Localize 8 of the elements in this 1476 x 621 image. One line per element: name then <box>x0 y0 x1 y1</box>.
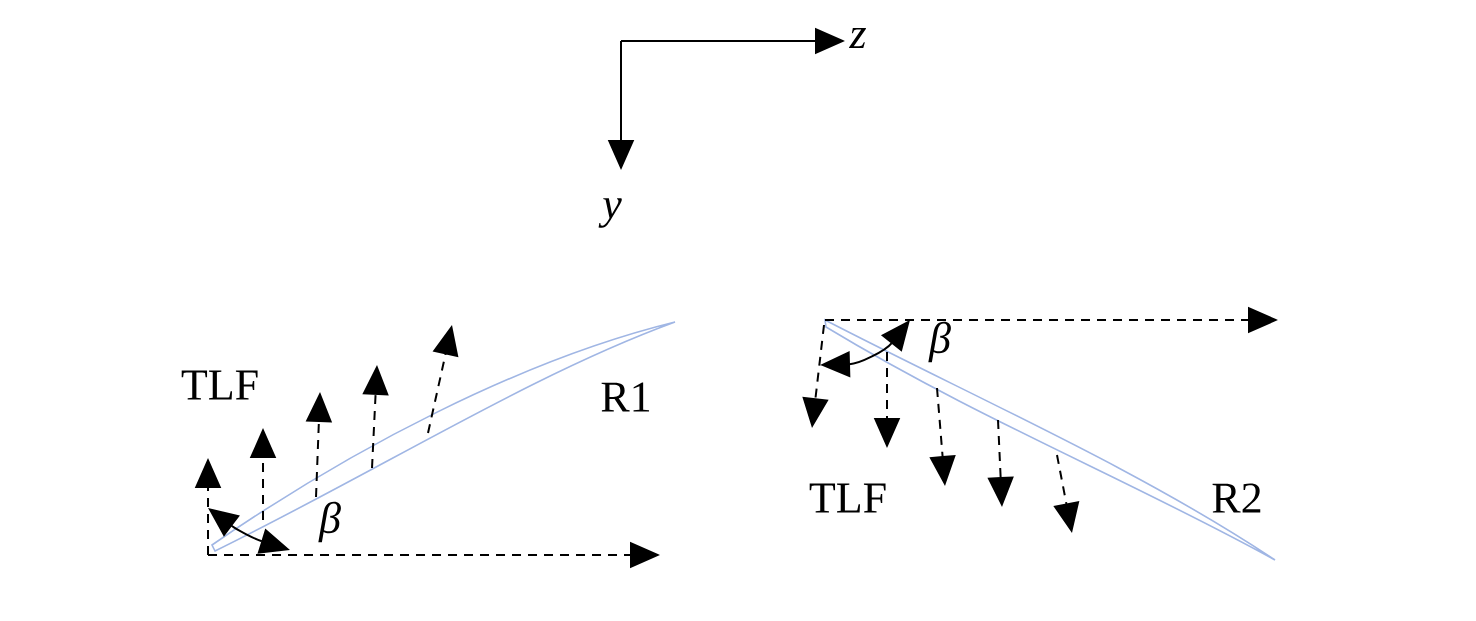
force-label: TLF <box>809 483 886 513</box>
axis-label: z <box>848 27 866 49</box>
angle-label: β <box>928 321 951 363</box>
blade-label: R2 <box>1212 483 1261 513</box>
axis-label: y <box>598 198 622 228</box>
force-label: TLF <box>181 370 258 400</box>
angle-label: β <box>318 501 341 543</box>
blade-label: R1 <box>601 382 650 412</box>
